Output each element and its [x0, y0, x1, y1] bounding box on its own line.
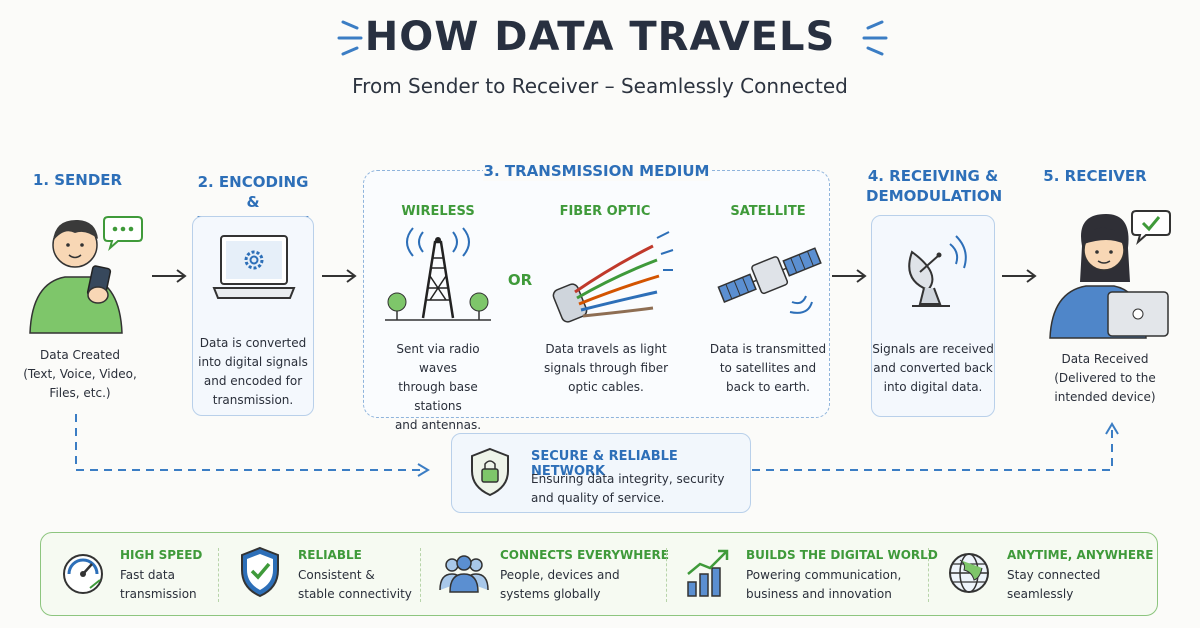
fiber-optic-cable-icon	[552, 231, 674, 323]
benefit-connects-title: CONNECTS EVERYWHERE	[500, 548, 669, 562]
step-sender-title: 1. SENDER	[32, 171, 123, 189]
benefit-reliable-desc: Consistent &stable connectivity	[298, 568, 412, 601]
shield-lock-icon	[471, 447, 509, 497]
step-transmission-title: 3. TRANSMISSION MEDIUM	[483, 161, 710, 181]
benefit-speed-title: HIGH SPEED	[120, 548, 203, 562]
medium-satellite-title: SATELLITE	[730, 204, 806, 219]
people-icon	[439, 555, 489, 593]
title-decoration-right	[862, 20, 888, 56]
speedometer-icon	[63, 554, 103, 594]
receiver-illustration	[1046, 208, 1174, 340]
step-receiver-title: 5. RECEIVER	[1043, 167, 1147, 185]
secure-network-title: SECURE & RELIABLE NETWORK	[531, 449, 678, 479]
benefits-divider	[928, 548, 929, 602]
laptop-gear-icon	[212, 235, 296, 299]
benefits-divider	[218, 548, 219, 602]
benefits-divider	[666, 548, 667, 602]
benefit-reliable-title: RELIABLE	[298, 548, 362, 562]
step-sender-desc: Data Created(Text, Voice, Video,Files, e…	[23, 348, 137, 400]
flow-arrow-1	[152, 269, 187, 283]
shield-check-icon	[241, 546, 279, 598]
benefits-divider	[420, 548, 421, 602]
step-receiving-title: 4. RECEIVING &DEMODULATION	[866, 167, 1003, 205]
flow-arrow-4	[1002, 269, 1037, 283]
check-bubble-icon	[1131, 210, 1171, 245]
flow-arrow-2	[322, 269, 357, 283]
satellite-icon	[717, 247, 822, 314]
medium-wireless-title: WIRELESS	[401, 204, 475, 219]
page-subtitle: From Sender to Receiver – Seamlessly Con…	[352, 74, 848, 98]
medium-fiber-title: FIBER OPTIC	[559, 204, 651, 219]
tower-icon	[385, 227, 491, 321]
flow-arrow-3	[832, 269, 867, 283]
sender-illustration	[20, 205, 150, 335]
or-label: OR	[507, 271, 533, 289]
benefit-digital-desc: Powering communication,business and inno…	[746, 568, 902, 601]
growth-chart-icon	[687, 549, 729, 597]
transmission-medium-panel	[363, 170, 830, 418]
page-title: HOW DATA TRAVELS	[364, 14, 836, 60]
satellite-dish-icon	[908, 235, 967, 307]
title-decoration-left	[337, 20, 363, 56]
globe-icon	[949, 553, 989, 593]
step-receiving-panel	[871, 215, 995, 417]
benefit-digital-title: BUILDS THE DIGITAL WORLD	[746, 548, 938, 562]
chat-bubble-icon	[103, 216, 143, 251]
benefit-anytime-title: ANYTIME, ANYWHERE	[1007, 548, 1154, 562]
